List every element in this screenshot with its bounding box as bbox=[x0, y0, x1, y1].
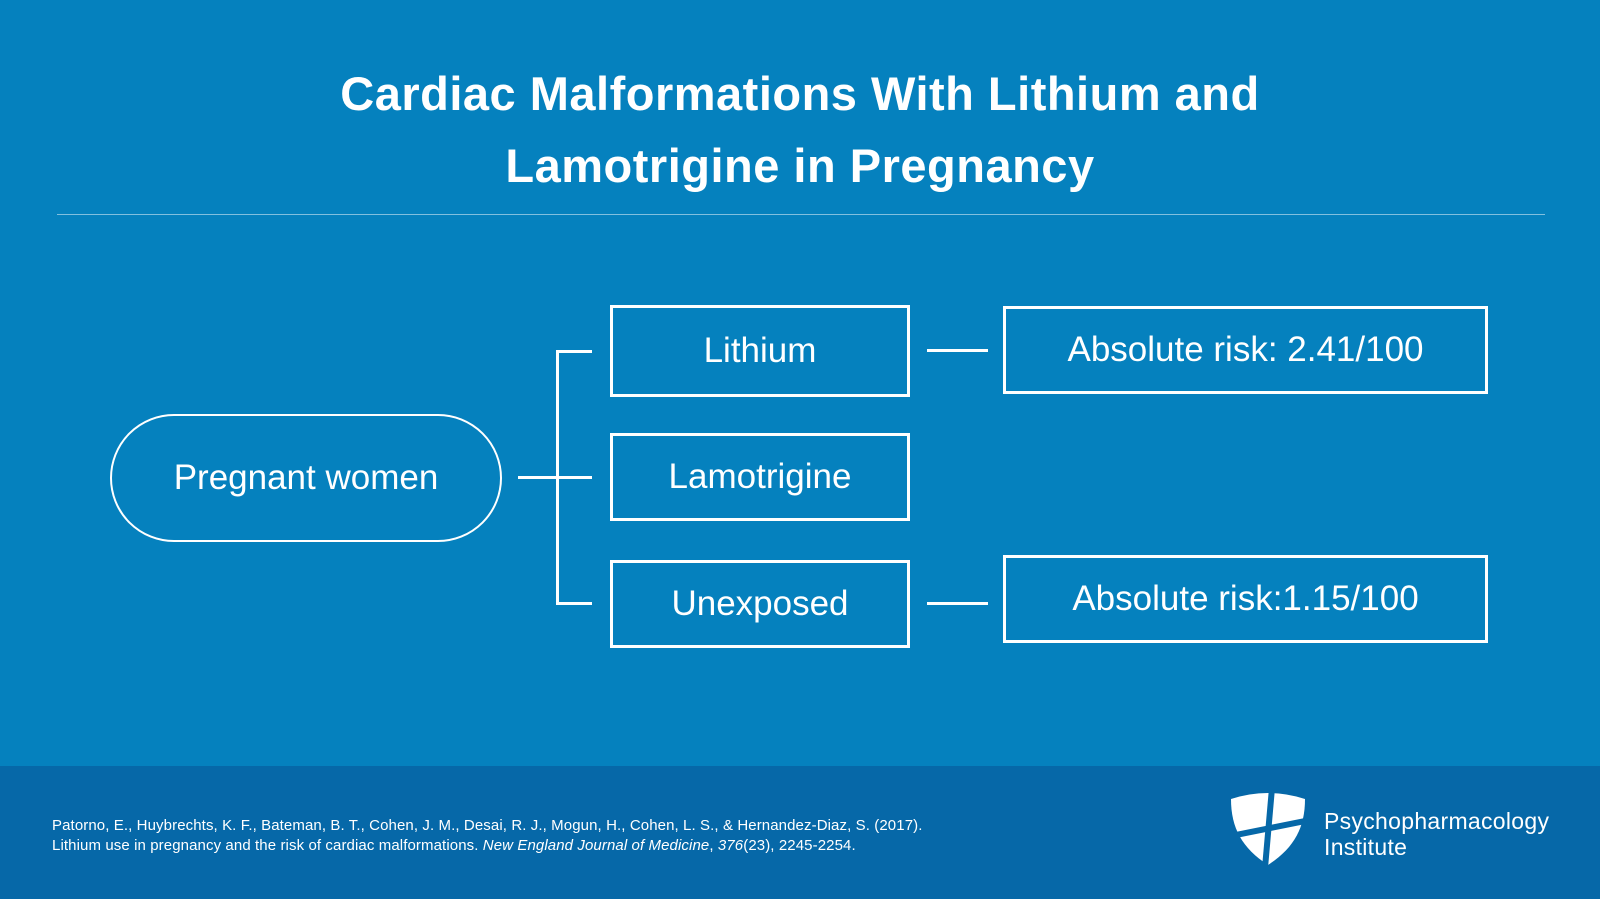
title-divider bbox=[57, 214, 1545, 215]
connector-lithium-risk bbox=[927, 349, 988, 352]
citation-line-2: Lithium use in pregnancy and the risk of… bbox=[52, 836, 923, 856]
logo-text-line-1: Psychopharmacology bbox=[1324, 808, 1550, 834]
pregnant-women-node: Pregnant women bbox=[110, 414, 502, 542]
logo-text: Psychopharmacology Institute bbox=[1324, 808, 1549, 860]
page-title-line-2: Lamotrigine in Pregnancy bbox=[505, 139, 1095, 192]
citation-line-1: Patorno, E., Huybrechts, K. F., Bateman,… bbox=[52, 817, 923, 834]
citation-journal-name: New England Journal of Medicine bbox=[482, 836, 710, 854]
citation-text-segment: , bbox=[709, 836, 718, 854]
branch-label-lithium: Lithium bbox=[703, 331, 817, 370]
page-title-line-1: Cardiac Malformations With Lithium and bbox=[340, 67, 1260, 120]
shield-icon bbox=[1228, 790, 1308, 866]
branch-box-unexposed: Unexposed bbox=[610, 560, 910, 648]
branch-label-lamotrigine: Lamotrigine bbox=[668, 457, 852, 496]
risk-box-lithium: Absolute risk: 2.41/100 bbox=[1003, 306, 1488, 394]
page-title: Cardiac Malformations With Lithium and L… bbox=[0, 58, 1600, 202]
risk-box-unexposed: Absolute risk:1.15/100 bbox=[1003, 555, 1488, 643]
branch-box-lamotrigine: Lamotrigine bbox=[610, 433, 910, 521]
risk-label-lithium: Absolute risk: 2.41/100 bbox=[1067, 330, 1424, 369]
connector-branch-vertical bbox=[556, 350, 559, 605]
connector-unexposed-risk bbox=[927, 602, 988, 605]
branch-box-lithium: Lithium bbox=[610, 305, 910, 397]
pregnant-women-label: Pregnant women bbox=[173, 458, 439, 497]
citation-text-segment: Lithium use in pregnancy and the risk of… bbox=[52, 836, 483, 854]
footer: Patorno, E., Huybrechts, K. F., Bateman,… bbox=[0, 766, 1600, 899]
logo-text-line-2: Institute bbox=[1324, 834, 1408, 860]
citation-text-segment: (23), 2245-2254. bbox=[743, 836, 856, 854]
citation-volume: 376 bbox=[717, 836, 744, 854]
connector-unexposed-stub bbox=[556, 602, 592, 605]
connector-lithium-stub bbox=[556, 350, 592, 353]
psychopharmacology-institute-logo: Psychopharmacology Institute bbox=[1228, 790, 1549, 866]
risk-label-unexposed: Absolute risk:1.15/100 bbox=[1072, 579, 1419, 618]
citation: Patorno, E., Huybrechts, K. F., Bateman,… bbox=[52, 816, 923, 855]
connector-root-horizontal bbox=[518, 476, 592, 479]
branch-label-unexposed: Unexposed bbox=[671, 584, 849, 623]
